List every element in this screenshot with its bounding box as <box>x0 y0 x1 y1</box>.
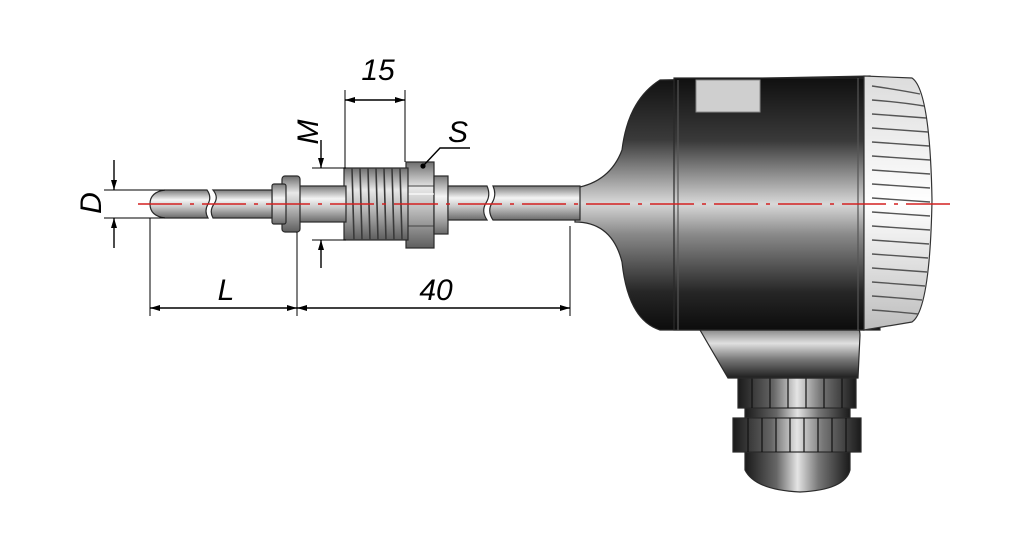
head-lid <box>863 75 933 331</box>
dimension-d: D <box>75 160 165 248</box>
extension-tube <box>489 185 581 221</box>
dimension-thread-length-label: 15 <box>361 54 395 87</box>
connection-head <box>574 75 881 331</box>
dimension-s-label: S <box>448 116 468 149</box>
dimension-s: S <box>420 116 470 169</box>
dimension-offset: 40 <box>297 226 571 316</box>
dimension-l-label: L <box>218 274 235 307</box>
hex-nut <box>405 161 449 249</box>
dimension-m: M <box>292 120 346 268</box>
dimension-d-label: D <box>75 192 108 214</box>
dimension-m-label: M <box>292 120 325 145</box>
nameplate <box>695 79 761 113</box>
cable-gland <box>732 369 862 493</box>
dimension-thread-length: 15 <box>344 54 406 168</box>
tube-segment <box>447 185 490 221</box>
dimension-offset-label: 40 <box>419 274 453 307</box>
dimension-l: L <box>149 218 298 316</box>
